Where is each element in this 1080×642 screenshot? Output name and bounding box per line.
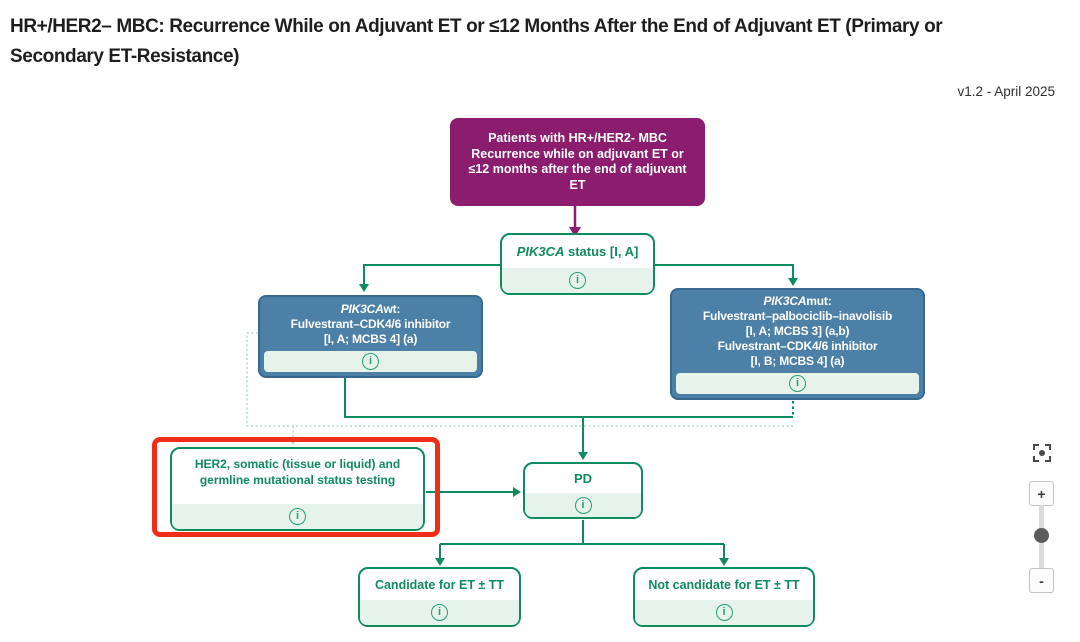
node-text: wt: (383, 301, 401, 316)
info-icon[interactable]: i (289, 508, 306, 525)
info-band: i (172, 504, 423, 529)
edge-status-to-mut (655, 264, 794, 278)
node-text-line: [I, B; MCBS 4] (a) (750, 354, 845, 368)
info-icon[interactable]: i (431, 604, 448, 621)
node-label: PIK3CA status [I, A] (502, 235, 653, 268)
node-text-line: [I, A; MCBS 3] (a,b) (745, 324, 850, 338)
node-text-line: ≤12 months after the end of adjuvant (468, 162, 687, 176)
info-band: i (676, 373, 919, 394)
zoom-slider-handle[interactable] (1034, 528, 1049, 543)
node-text-line: germline mutational status testing (199, 473, 396, 487)
node-pik3ca-status[interactable]: PIK3CA status [I, A] i (500, 233, 655, 295)
arrowhead (435, 558, 445, 566)
node-text: status [I, A] (564, 243, 639, 259)
node-candidate-et-tt[interactable]: Candidate for ET ± TT i (358, 567, 521, 627)
node-pd[interactable]: PD i (523, 462, 643, 519)
node-label: Not candidate for ET ± TT (635, 569, 813, 600)
zoom-out-button[interactable]: - (1029, 568, 1054, 593)
node-text-line: [I, A; MCBS 4] (a) (323, 331, 418, 346)
info-icon[interactable]: i (789, 375, 806, 392)
edge-status-to-wt (363, 264, 500, 284)
zoom-in-button[interactable]: + (1029, 481, 1054, 506)
node-text: PD (573, 470, 593, 486)
selection-highlight (152, 437, 440, 537)
node-pik3ca-mut[interactable]: PIK3CAmut: Fulvestrant–palbociclib–inavo… (670, 288, 925, 400)
fit-view-button[interactable] (1028, 440, 1056, 468)
node-text: Candidate for ET ± TT (374, 577, 505, 592)
gene-name: PIK3CA (516, 243, 565, 259)
node-text: Not candidate for ET ± TT (648, 577, 800, 592)
info-icon[interactable]: i (715, 604, 733, 621)
node-text-line: Fulvestrant–CDK4/6 inhibitor (717, 339, 878, 353)
fit-view-icon (1033, 444, 1051, 462)
arrowhead-purple (569, 227, 581, 237)
arrowhead (788, 278, 798, 286)
info-band: i (635, 600, 813, 625)
arrowhead (578, 452, 588, 460)
info-icon[interactable]: i (362, 353, 379, 370)
arrowhead (719, 558, 729, 566)
node-text-line: Fulvestrant–palbociclib–inavolisib (702, 309, 893, 323)
node-label: HER2, somatic (tissue or liquid) and ger… (172, 449, 423, 504)
gene-name: PIK3CA (340, 301, 384, 316)
node-label: PIK3CAwt: Fulvestrant–CDK4/6 inhibitor [… (260, 297, 481, 351)
node-label: Candidate for ET ± TT (360, 569, 519, 600)
node-text-line: HER2, somatic (tissue or liquid) and (194, 457, 401, 471)
page-title-line: Secondary ET-Resistance) (10, 46, 240, 67)
edge-dotted-to-her2 (246, 332, 793, 427)
node-label: PD (525, 464, 641, 493)
node-her2-testing[interactable]: HER2, somatic (tissue or liquid) and ger… (170, 447, 425, 531)
info-band: i (360, 600, 519, 625)
info-band: i (502, 268, 653, 293)
node-text-line: Recurrence while on adjuvant ET or (471, 146, 684, 161)
node-label: PIK3CAmut: Fulvestrant–palbociclib–inavo… (672, 290, 923, 373)
arrowhead (359, 284, 369, 292)
node-pik3ca-wt[interactable]: PIK3CAwt: Fulvestrant–CDK4/6 inhibitor [… (258, 295, 483, 378)
info-icon[interactable]: i (574, 496, 592, 514)
node-text-line: ET (569, 177, 586, 192)
info-band: i (525, 493, 641, 517)
arrowhead (513, 487, 521, 497)
version-label: v1.2 - April 2025 (957, 84, 1055, 99)
edge-wt-to-junction (344, 378, 793, 418)
node-text: mut: (806, 294, 832, 308)
page-title: HR+/HER2– MBC: Recurrence While on Adjuv… (10, 12, 943, 72)
node-patients[interactable]: Patients with HR+/HER2- MBC Recurrence w… (450, 118, 705, 206)
gene-name: PIK3CA (763, 294, 807, 308)
node-not-candidate-et-tt[interactable]: Not candidate for ET ± TT i (633, 567, 815, 627)
page-title-line: HR+/HER2– MBC: Recurrence While on Adjuv… (10, 16, 943, 37)
node-text-line: Fulvestrant–CDK4/6 inhibitor (290, 316, 451, 331)
info-icon[interactable]: i (569, 272, 586, 289)
info-band: i (264, 351, 477, 372)
node-text-line: Patients with HR+/HER2- MBC (488, 131, 667, 145)
